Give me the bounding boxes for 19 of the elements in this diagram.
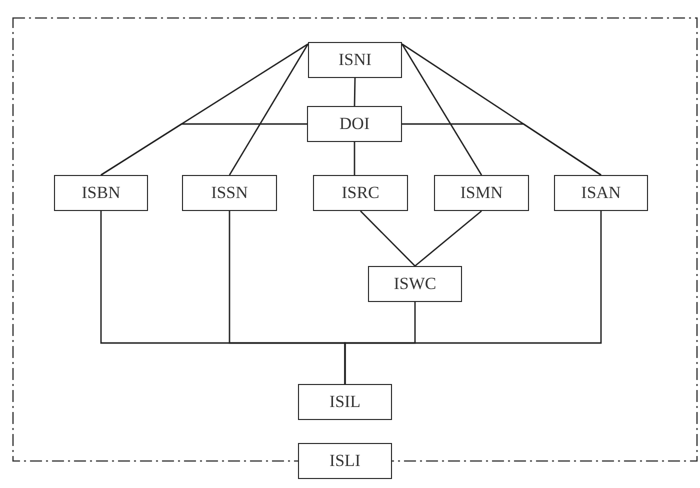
identifier-box: DOI	[307, 106, 402, 142]
identifier-box: ISRC	[313, 175, 408, 211]
connector-line	[354, 78, 356, 106]
identifier-box: ISAN	[554, 175, 648, 211]
connector-line	[401, 44, 482, 176]
connector-line	[228, 44, 309, 176]
identifier-box: ISWC	[368, 266, 462, 302]
connector-line	[402, 123, 602, 176]
identifier-box: ISNI	[308, 42, 402, 78]
identifier-box: ISSN	[182, 175, 277, 211]
connector-line	[100, 123, 307, 176]
connector-line	[344, 211, 602, 384]
identifier-box: ISIL	[298, 384, 392, 420]
connector-line	[354, 142, 356, 175]
identifier-box: ISLI	[298, 443, 392, 479]
identifier-box: ISBN	[54, 175, 148, 211]
connector-line	[360, 210, 416, 266]
identifier-box: ISMN	[434, 175, 529, 211]
connector-line	[414, 210, 482, 267]
